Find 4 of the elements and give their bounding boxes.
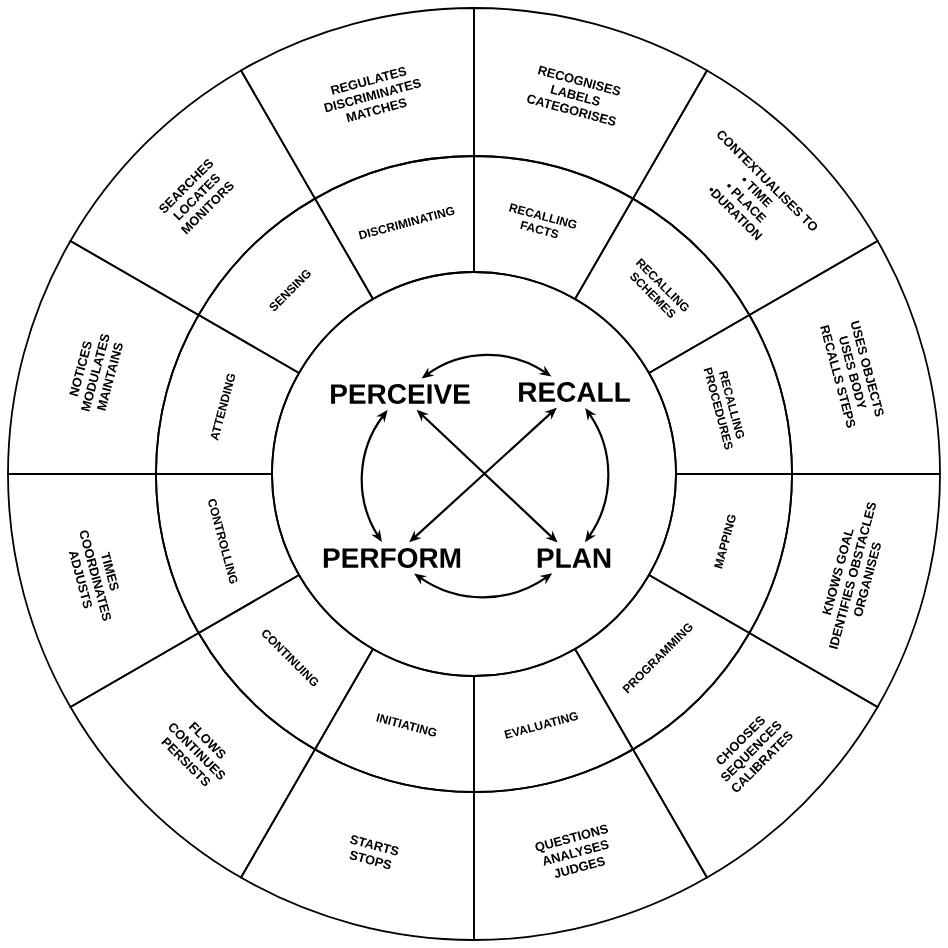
stage-label: PLAN bbox=[537, 548, 611, 568]
stage-label: PERCEIVE bbox=[331, 384, 470, 404]
stage-label: RECALL bbox=[519, 382, 630, 402]
stage-label: PERFORM bbox=[323, 548, 461, 568]
